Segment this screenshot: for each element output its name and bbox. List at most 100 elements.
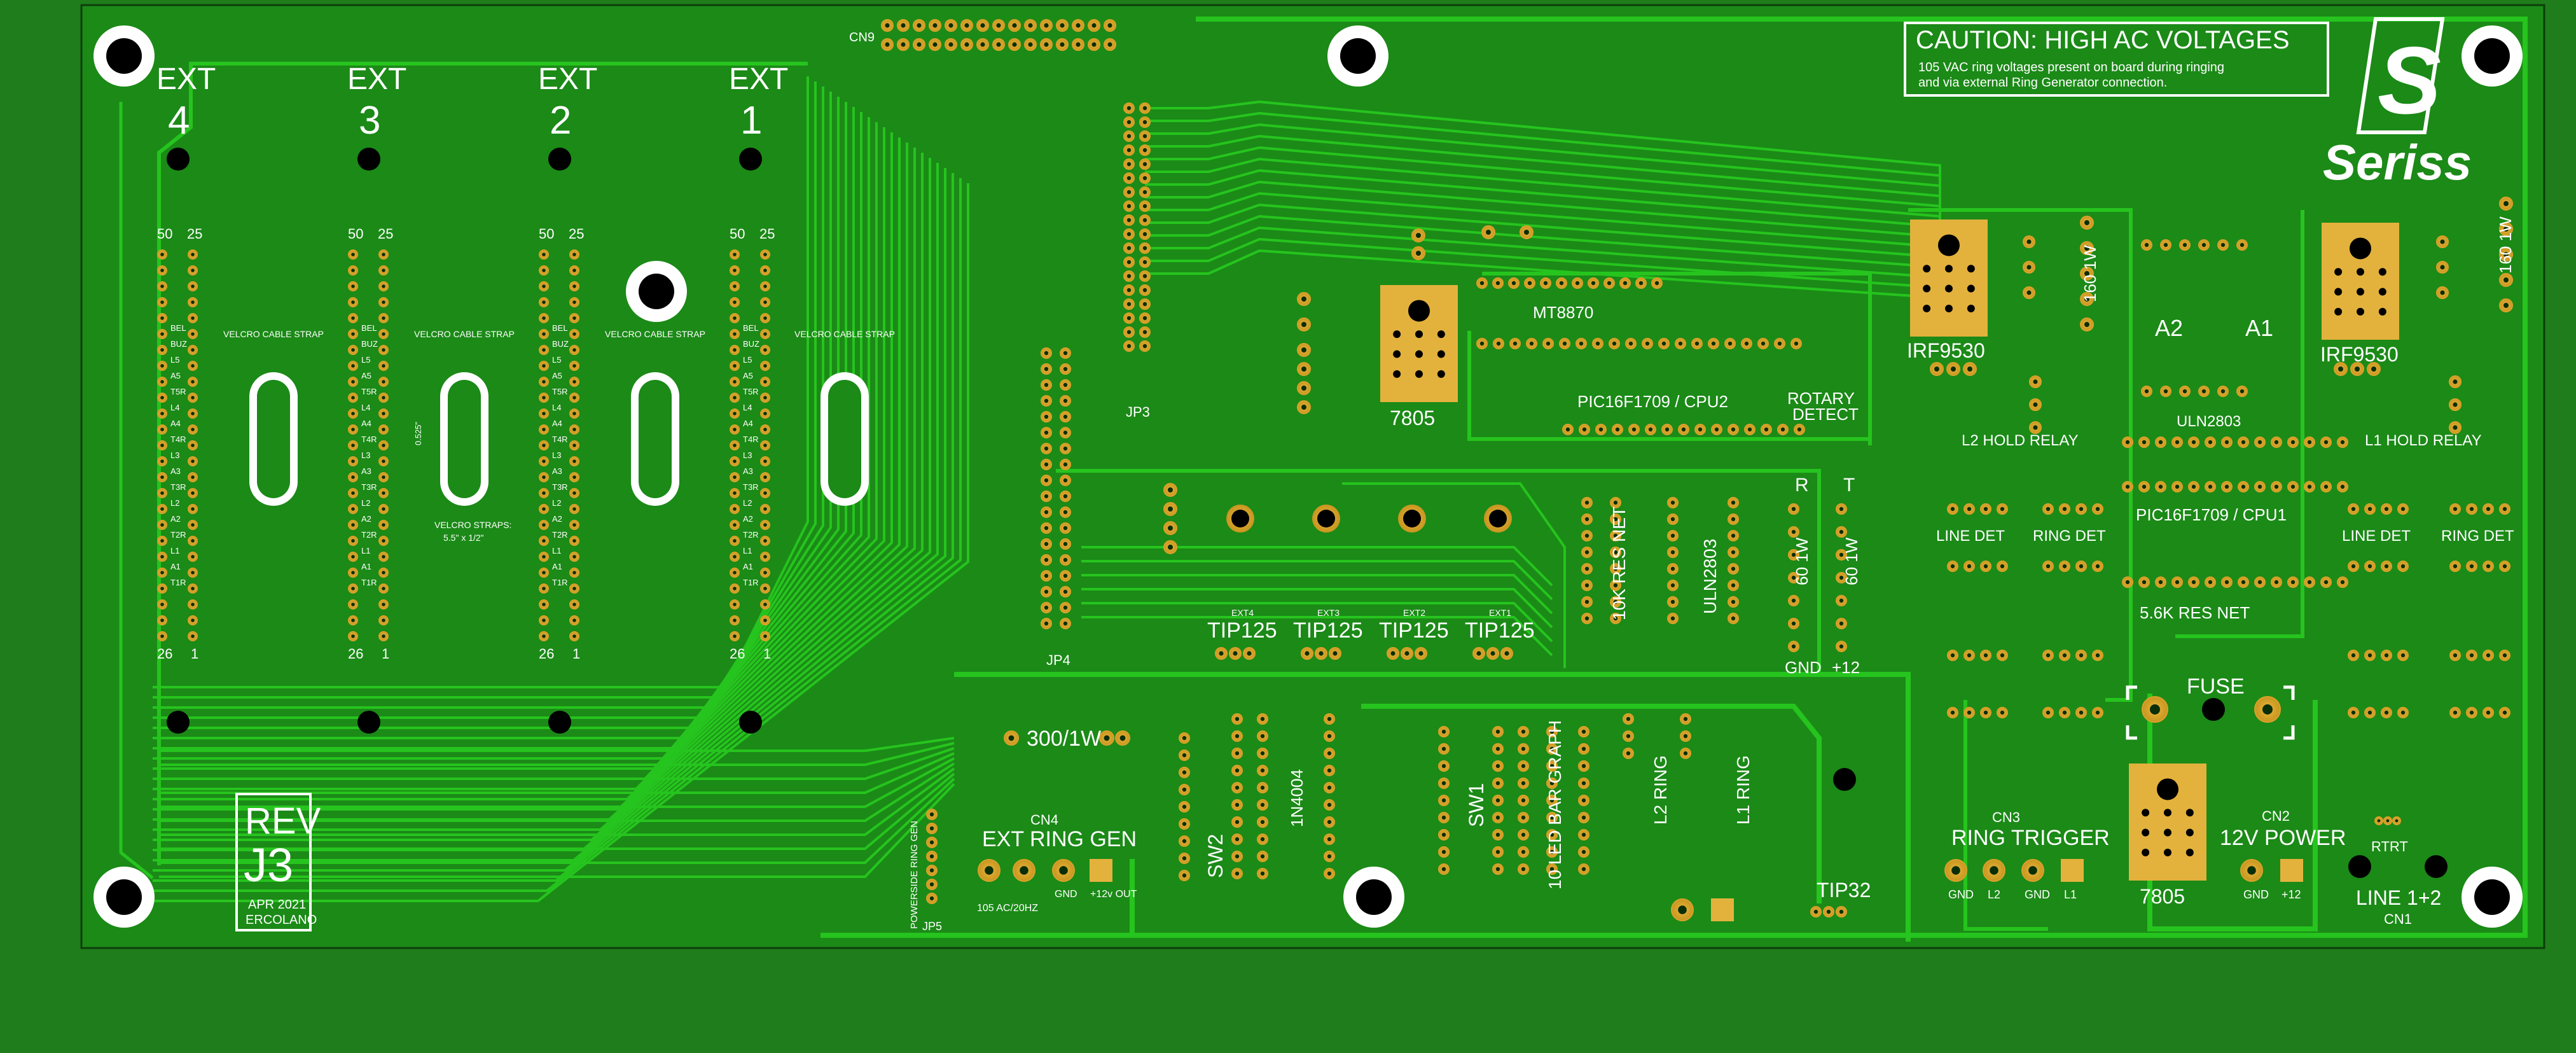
pad-drill <box>2220 242 2226 248</box>
pad-drill <box>191 268 195 272</box>
pad-drill <box>1731 517 1736 522</box>
via-hole <box>548 711 571 734</box>
pad-drill <box>1044 446 1049 451</box>
pad-drill <box>542 587 546 590</box>
pad-drill <box>1126 260 1132 265</box>
mounting-hole-center <box>1340 38 1376 74</box>
pad-drill <box>1731 599 1736 604</box>
pad-drill <box>2351 564 2356 569</box>
pad-drill <box>191 475 195 479</box>
pad-drill <box>191 507 195 511</box>
pad-drill <box>2084 296 2089 302</box>
chip-pin <box>2334 307 2343 316</box>
pad-drill <box>2340 580 2345 585</box>
chip-pin <box>1945 265 1953 273</box>
uln-right-label: ULN2803 <box>2177 413 2241 430</box>
pad-drill <box>2400 564 2406 569</box>
pad-drill <box>1142 344 1147 349</box>
pad-drill <box>382 507 385 511</box>
pad-drill <box>191 634 195 638</box>
chip-pin <box>1967 304 1975 312</box>
pad-drill <box>160 475 164 479</box>
pad-drill <box>2307 484 2312 489</box>
pad-drill <box>1678 341 1683 346</box>
pad-drill <box>2175 580 2180 585</box>
pin-name: L4 <box>552 403 561 412</box>
pad-drill <box>2095 653 2100 658</box>
pad-drill <box>2440 265 2445 270</box>
pad-drill <box>1260 751 1265 756</box>
pad-drill <box>1126 162 1132 167</box>
pad-drill <box>1119 735 1126 741</box>
pad-drill <box>2062 506 2067 512</box>
square-pad <box>2061 859 2084 882</box>
pad-drill <box>572 571 576 575</box>
pad-drill <box>1744 341 1749 346</box>
pad-drill <box>1441 832 1446 837</box>
r160a-label: 160 1W <box>2081 245 2100 302</box>
pad-drill <box>2469 710 2474 715</box>
chip-pin <box>1967 284 1975 293</box>
pad-drill <box>1260 768 1265 773</box>
pad-drill <box>2486 710 2491 715</box>
pad-drill <box>2274 440 2279 445</box>
pad-drill <box>1063 382 1068 387</box>
pad-drill <box>1182 856 1187 861</box>
pad-drill <box>191 571 195 575</box>
fuse-label: FUSE <box>2187 674 2245 699</box>
pad-drill <box>2046 564 2051 569</box>
pad-drill <box>2274 580 2279 585</box>
trace <box>153 148 916 831</box>
pad-drill <box>2000 506 2005 512</box>
pad-drill <box>2384 506 2389 512</box>
pad-drill <box>980 42 985 47</box>
pad-drill <box>1142 302 1147 307</box>
tip125-ext-label: EXT4 <box>1231 608 1254 618</box>
pad-drill <box>1967 506 1972 512</box>
pad-drill <box>763 539 767 543</box>
pad-drill <box>2367 564 2372 569</box>
pad-drill <box>1327 837 1332 842</box>
component-labels: CN9 JP3 JP4 JP5 MT8870 PIC16F1709 / CPU2… <box>849 31 2514 933</box>
caution-line2: and via external Ring Generator connecti… <box>1918 76 2167 90</box>
pad-drill <box>351 412 355 415</box>
pad-drill <box>1333 651 1338 656</box>
caution-title: CAUTION: HIGH AC VOLTAGES <box>1916 26 2290 54</box>
rotated-labels: 10K RES NET ULN2803 60 1W 60 1W 160 1W 1… <box>909 216 2515 929</box>
chip-mount-hole <box>2157 778 2178 800</box>
via-hole <box>2425 855 2448 878</box>
pad-drill <box>2395 819 2399 823</box>
pad-drill <box>1549 781 1555 786</box>
pad-drill <box>2175 440 2180 445</box>
mounting-hole-center <box>2474 879 2510 915</box>
power-pin-label: +12 <box>2282 888 2301 901</box>
pad-drill <box>2307 440 2312 445</box>
trace <box>153 132 893 800</box>
trace <box>1342 482 1566 668</box>
pad-drill <box>1591 281 1596 286</box>
pin-name: T3R <box>170 482 186 492</box>
pad-drill <box>1521 798 1526 803</box>
pin-name: L5 <box>743 355 752 365</box>
pad-drill <box>160 284 164 288</box>
pad-drill <box>351 475 355 479</box>
p12-label: +12 <box>1832 658 1860 677</box>
pad-drill <box>572 603 576 606</box>
pad-drill <box>351 539 355 543</box>
pad-drill <box>1142 134 1147 139</box>
square-pad <box>1711 898 1734 921</box>
via-hole <box>739 148 762 171</box>
pad-drill <box>1549 832 1555 837</box>
pin-name: T2R <box>552 530 568 540</box>
r160b-label: 160 1W <box>2496 216 2515 274</box>
pin-name: L5 <box>552 355 561 365</box>
pad-drill <box>1260 854 1265 859</box>
pin-top-50: 50 <box>539 226 554 242</box>
ext-ring-gen-label: EXT RING GEN <box>982 827 1137 851</box>
pad-drill <box>1731 500 1736 505</box>
large-pad-drill <box>1231 510 1249 527</box>
pad-drill <box>1182 770 1187 775</box>
pad-drill <box>2240 389 2245 394</box>
pad-drill <box>733 539 737 543</box>
chip-pin <box>1437 330 1445 338</box>
